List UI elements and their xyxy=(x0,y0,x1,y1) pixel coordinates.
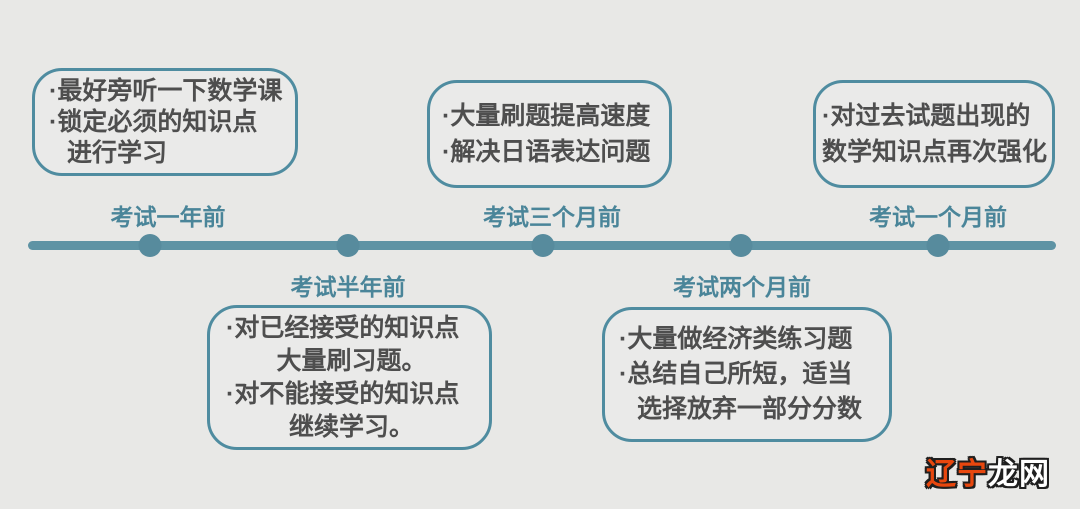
timeline-dot-half-year xyxy=(336,234,360,257)
bubble-line: 数学知识点再次强化 xyxy=(822,138,1048,166)
bubble-line: ·大量做经济类练习题 xyxy=(619,325,853,353)
bubble-line: 继续学习。 xyxy=(288,412,414,441)
bubble-line: ·最好旁听一下数学课 xyxy=(49,76,283,105)
timeline-dot-2-months xyxy=(729,234,753,257)
bubble-line: ·对已经接受的知识点 xyxy=(226,313,460,342)
bubble-1-month-before: ·对过去试题出现的 数学知识点再次强化 xyxy=(813,80,1055,188)
timeline-dot-3-months xyxy=(531,234,555,257)
bubble-line: ·锁定必须的知识点 xyxy=(49,107,258,136)
bubble-half-year-before: ·对已经接受的知识点 大量刷习题。 ·对不能接受的知识点 继续学习。 xyxy=(207,305,492,450)
bubble-line: ·大量刷题提高速度 xyxy=(442,102,651,130)
watermark-white-text: 龙网 xyxy=(988,458,1050,491)
bubble-line: 大量刷习题。 xyxy=(276,346,427,375)
bubble-line: ·对过去试题出现的 xyxy=(822,102,1031,130)
watermark-liaoning-long-net: 辽宁龙网 xyxy=(926,449,1050,493)
milestone-label-1-year: 考试一年前 xyxy=(110,204,226,230)
milestone-label-1-month: 考试一个月前 xyxy=(869,204,1007,230)
bubble-line: 选择放弃一部分分数 xyxy=(637,395,863,423)
watermark-red-text: 辽宁 xyxy=(926,458,988,491)
timeline-dot-1-year xyxy=(138,234,162,257)
bubble-line: 进行学习 xyxy=(67,138,168,167)
bubble-3-months-before: ·大量刷题提高速度 ·解决日语表达问题 xyxy=(427,80,672,188)
milestone-label-2-months: 考试两个月前 xyxy=(673,274,811,300)
bubble-line: ·对不能接受的知识点 xyxy=(226,379,460,408)
milestone-label-half-year: 考试半年前 xyxy=(290,274,406,300)
timeline-dot-1-month xyxy=(926,234,950,257)
bubble-line: ·解决日语表达问题 xyxy=(442,138,651,166)
milestone-label-3-months: 考试三个月前 xyxy=(483,204,621,230)
bubble-line: ·总结自己所短，适当 xyxy=(619,360,853,388)
bubble-2-months-before: ·大量做经济类练习题 ·总结自己所短，适当 选择放弃一部分分数 xyxy=(602,307,892,442)
bubble-1-year-before: ·最好旁听一下数学课 ·锁定必须的知识点 进行学习 xyxy=(32,68,298,176)
